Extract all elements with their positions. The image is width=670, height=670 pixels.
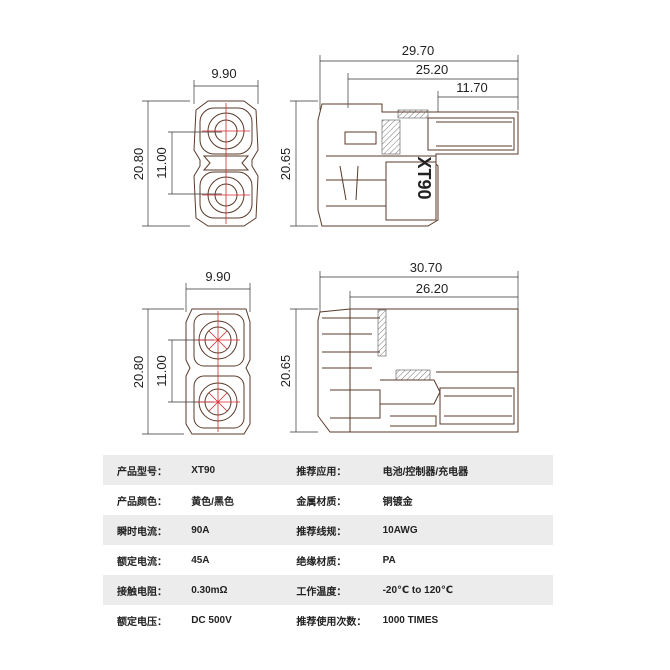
top-side-marking: XT90 xyxy=(414,156,434,199)
spec-label: 工作温度： xyxy=(296,575,383,605)
spec-label: 产品颜色： xyxy=(117,496,167,508)
spec-value: 45A xyxy=(191,554,210,566)
spec-value: 1000 TIMES xyxy=(382,614,439,626)
spec-label: 绝缘材质： xyxy=(296,556,347,568)
top-side-body-length-label: 25.20 xyxy=(416,62,449,77)
spec-row: 产品颜色： 黄色/黑色 金属材质： 铜镀金 xyxy=(103,485,553,515)
top-side-view: 29.70 25.20 11.70 20.65 XT90 xyxy=(278,43,519,227)
spec-label: 推荐应用： xyxy=(296,455,383,485)
spec-value: PA xyxy=(382,554,396,566)
spec-value: 铜镀金 xyxy=(382,496,413,508)
spec-value: 黄色/黑色 xyxy=(191,496,234,508)
spec-label: 金属材质： xyxy=(296,496,347,508)
top-side-height-label: 20.65 xyxy=(278,148,293,181)
bottom-side-view: 30.70 26.20 20.65 xyxy=(278,260,519,433)
top-front-width-label: 9.90 xyxy=(211,66,236,81)
spec-label: 额定电压： xyxy=(117,616,167,628)
bottom-side-overall-length-label: 30.70 xyxy=(410,260,443,275)
spec-label: 额定电流： xyxy=(117,556,167,568)
technical-drawing: 9.90 20.80 11.00 29.70 25.20 xyxy=(131,43,519,435)
spec-row: 额定电流： 45A 绝缘材质： PA xyxy=(103,545,553,575)
spec-label: 产品型号： xyxy=(103,455,192,485)
bottom-front-pitch-label: 11.00 xyxy=(154,355,169,387)
spec-row: 额定电压： DC 500V 推荐使用次数： 1000 TIMES xyxy=(103,605,553,635)
spec-label: 接触电阻： xyxy=(103,575,192,605)
top-side-pin-length-label: 11.70 xyxy=(456,80,488,95)
bottom-front-centerlines xyxy=(196,311,240,432)
spec-value: 电池/控制器/充电器 xyxy=(382,455,553,485)
top-front-pitch-label: 11.00 xyxy=(154,147,169,179)
spec-value: 10AWG xyxy=(382,515,553,545)
bottom-front-view: 9.90 20.80 11.00 xyxy=(131,269,251,435)
spec-value: -20℃ to 120℃ xyxy=(382,575,553,605)
bottom-side-height-label: 20.65 xyxy=(278,355,293,388)
top-front-centerlines xyxy=(202,103,250,224)
spec-label: 瞬时电流： xyxy=(103,515,192,545)
bottom-front-width-label: 9.90 xyxy=(205,269,230,284)
spec-value: XT90 xyxy=(191,455,297,485)
top-side-overall-length-label: 29.70 xyxy=(402,43,435,58)
spec-value: DC 500V xyxy=(191,614,232,626)
bottom-front-height-label: 20.80 xyxy=(131,356,146,389)
spec-value: 90A xyxy=(191,515,297,545)
top-front-view: 9.90 20.80 11.00 xyxy=(131,66,259,227)
spec-label: 推荐使用次数： xyxy=(296,616,367,628)
top-front-height-label: 20.80 xyxy=(131,148,146,181)
bottom-side-body-length-label: 26.20 xyxy=(416,281,449,296)
spec-label: 推荐线规： xyxy=(296,515,383,545)
spec-value: 0.30mΩ xyxy=(191,575,297,605)
